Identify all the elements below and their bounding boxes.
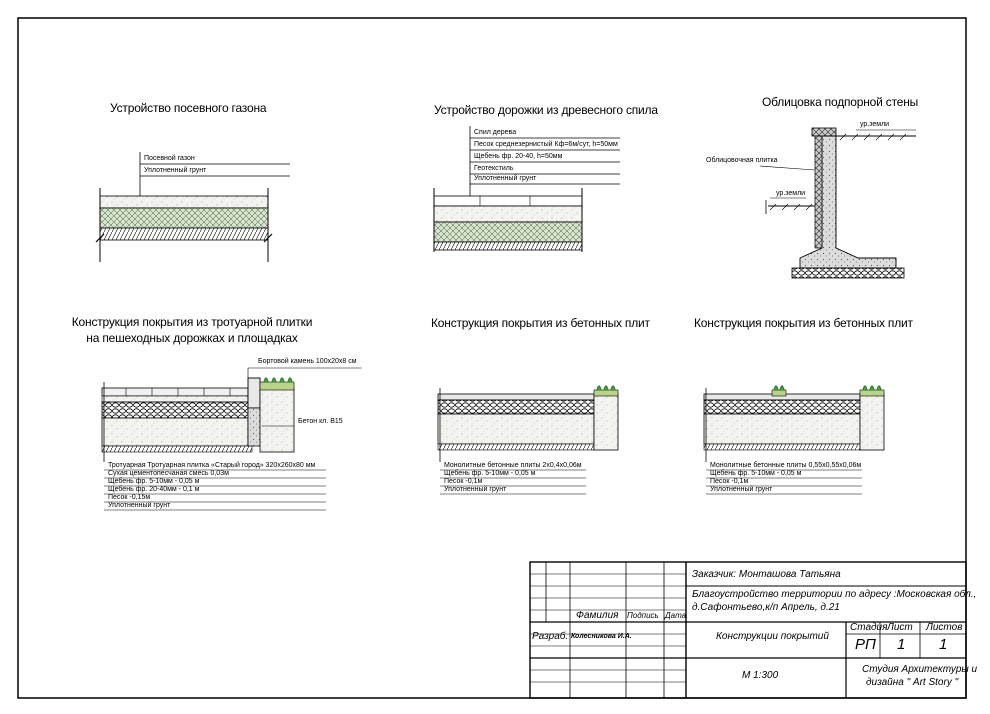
wood-path-section: [433, 126, 620, 252]
wood-layer-label: Спил дерева: [474, 129, 517, 136]
wall-title: Облицовка подпорной стены: [762, 95, 919, 109]
paving-layer-label: Песок -0,15м: [108, 494, 151, 501]
role-developer: Разраб.: [532, 631, 569, 642]
sheet-title: Конструкции покрытий: [716, 631, 829, 642]
concrete2-title: Конструкция покрытия из бетонных плит: [694, 316, 913, 330]
concrete2-layer-label: Уплотненный грунт: [710, 486, 773, 493]
concrete-slab-2-section: [703, 385, 885, 495]
sheet-label: Лист: [887, 622, 913, 633]
concrete1-layer-label: Щебень фр. 5-10мм - 0,05 м: [444, 470, 536, 477]
lawn-layer-label: Посевной газон: [144, 155, 195, 162]
sheet-border: [17, 17, 967, 699]
concrete-label: Бетон кл. В15: [298, 418, 343, 425]
studio-line2: дизайна " Art Story ": [866, 677, 959, 688]
column-surname: Фамилия: [576, 610, 619, 621]
wood-layer-label: Песок среднезернистый Кф=6м/сут, h=50мм: [474, 141, 618, 148]
stage-value: РП: [855, 636, 876, 653]
paving-layer-label: Щебень фр. 20-40мм - 0,1 м: [108, 486, 200, 493]
concrete2-layer-label: Щебень фр. 5-10мм - 0,05 м: [710, 470, 802, 477]
retaining-wall-section: [759, 127, 916, 279]
sheets-value: 1: [939, 636, 948, 653]
scale: М 1:300: [742, 670, 779, 681]
paving-section: [101, 367, 362, 511]
cladding-label: Облицовочная плитка: [706, 157, 778, 164]
wood-layer-label: Уплотненный грунт: [474, 175, 537, 182]
curb-stone-label: Бортовой камень 100х20х8 см: [258, 358, 357, 365]
ground-level-low-label: ур.земли: [776, 190, 806, 197]
lawn-layer-label: Уплотненный грунт: [144, 167, 207, 174]
paving-layer-label: Сухая цементопесчаная смесь 0,03м: [108, 470, 229, 477]
wood-layer-label: Щебень фр. 20-40, h=50мм: [474, 153, 563, 160]
concrete1-layer-label: Песок -0,1м: [444, 478, 483, 485]
lawn-title: Устройство посевного газона: [110, 101, 267, 115]
lawn-section: [95, 152, 290, 262]
customer: Заказчик: Монташова Татьяна: [692, 569, 841, 580]
column-date: Дата: [665, 611, 687, 620]
sheets-label: Листов: [926, 622, 963, 633]
paving-layer-label: Уплотненный грунт: [108, 502, 171, 509]
paving-layer-label: Щебень фр. 5-10мм - 0,05 м: [108, 478, 200, 485]
wood-path-title: Устройство дорожки из древесного спила: [434, 103, 658, 117]
ground-level-top-label: ур.земли: [860, 121, 890, 128]
concrete2-layer-label: Песок -0,1м: [710, 478, 749, 485]
stage-label: Стадия: [850, 622, 888, 633]
paving-title-line2: на пешеходных дорожках и площадках: [86, 331, 298, 345]
paving-layer-label: Тротуарная Тротуарная плитка «Старый гор…: [108, 462, 316, 469]
concrete2-layer-label: Монолитные бетонные плиты 0,55х0,55х0,06…: [710, 462, 862, 469]
concrete1-layer-label: Монолитные бетонные плиты 2х0,4х0,06м: [444, 462, 582, 469]
title-block-grid: [529, 561, 967, 699]
concrete1-layer-label: Уплотненный грунт: [444, 486, 507, 493]
developer-name: Колесникова И.А.: [571, 633, 632, 640]
concrete-slab-1-section: [437, 385, 619, 495]
studio-line1: Студия Архитектуры и: [862, 664, 978, 675]
project-line2: д.Сафонтьево,к/п Апрель, д.21: [692, 602, 840, 613]
sheet-value: 1: [897, 636, 906, 653]
paving-title-line1: Конструкция покрытия из тротуарной плитк…: [71, 315, 313, 329]
wood-layer-label: Геотекстиль: [474, 165, 514, 172]
column-sign: Подпись: [627, 611, 659, 620]
concrete1-title: Конструкция покрытия из бетонных плит: [431, 316, 650, 330]
project-line1: Благоустройство территории по адресу :Мо…: [692, 589, 977, 600]
